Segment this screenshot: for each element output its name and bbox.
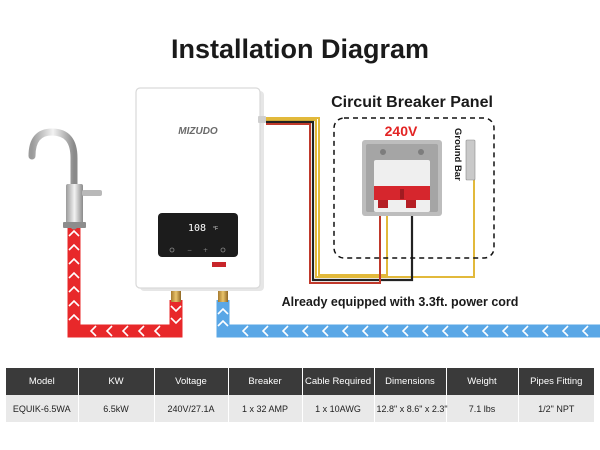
specs-header-model: Model — [6, 368, 79, 395]
voltage-label: 240V — [385, 123, 418, 139]
specs-cell-kw: 6.5kW — [78, 395, 155, 422]
panel-title: Circuit Breaker Panel — [331, 94, 493, 111]
faucet-icon — [28, 128, 102, 230]
hot-water-outlet-fitting — [171, 288, 181, 302]
power-cord — [266, 117, 475, 284]
specs-cell-breaker: 1 x 32 AMP — [228, 395, 303, 422]
specs-cell-dimensions: 12.8" x 8.6" x 2.3" — [374, 395, 448, 422]
cord-port — [258, 116, 266, 123]
specs-header-kw: KW — [78, 368, 155, 395]
temperature-readout: 108 — [188, 223, 206, 234]
specs-header-breaker: Breaker — [228, 368, 303, 395]
circuit-breaker-panel: Circuit Breaker Panel 240V Ground Bar — [331, 94, 495, 259]
specs-header-pipes: Pipes Fitting — [518, 368, 594, 395]
cold-water-pipe — [216, 300, 600, 338]
specs-header-dimensions: Dimensions — [374, 368, 447, 395]
ground-bar-icon — [465, 139, 476, 181]
control-panel: 108 °F − + — [158, 213, 238, 257]
ground-bar-label: Ground Bar — [452, 128, 463, 181]
specs-header-voltage: Voltage — [154, 368, 229, 395]
heater-brand-logo: MIZUDO — [178, 126, 218, 137]
table-row: EQUIK-6.5WA 6.5kW 240V/27.1A 1 x 32 AMP … — [6, 395, 594, 422]
page-title: Installation Diagram — [170, 34, 430, 64]
breaker-icon — [362, 140, 442, 216]
installation-diagram: MIZUDO 108 °F − + Circuit Breaker Panel … — [28, 87, 600, 338]
specs-header-row: Model KW Voltage Breaker Cable Required … — [6, 368, 594, 395]
temperature-unit: °F — [213, 226, 218, 232]
power-icon — [169, 247, 175, 253]
hot-water-pipe — [67, 226, 183, 338]
specs-cell-cable: 1 x 10AWG — [302, 395, 375, 422]
specs-cell-voltage: 240V/27.1A — [154, 395, 229, 422]
cold-water-inlet-fitting — [218, 288, 228, 302]
mode-icon — [220, 247, 226, 253]
plus-icon: + — [203, 247, 208, 254]
specs-table: Model KW Voltage Breaker Cable Required … — [6, 368, 594, 422]
specs-header-weight: Weight — [446, 368, 519, 395]
power-cord-note: Already equipped with 3.3ft. power cord — [282, 295, 519, 309]
rating-label-icon — [212, 262, 226, 267]
water-heater: MIZUDO 108 °F − + — [135, 87, 266, 291]
specs-header-cable: Cable Required — [302, 368, 375, 395]
specs-cell-weight: 7.1 lbs — [446, 395, 519, 422]
minus-icon: − — [187, 247, 192, 254]
specs-cell-model: EQUIK-6.5WA — [6, 395, 79, 422]
specs-cell-pipes: 1/2" NPT — [518, 395, 594, 422]
